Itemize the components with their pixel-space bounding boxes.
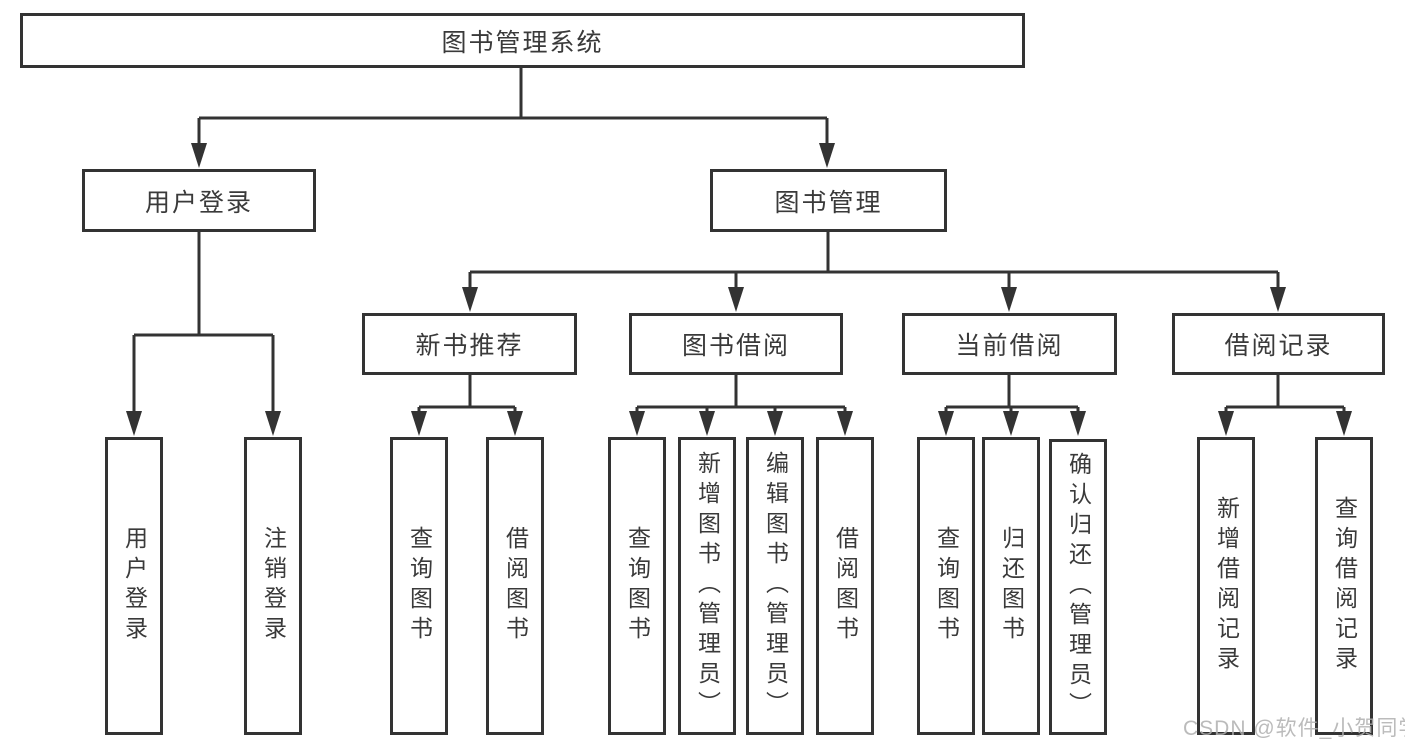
connector-current-borrowing-children	[944, 375, 1080, 414]
leaf-borrowing-query-books: 查询图书	[608, 437, 666, 735]
leaf-user-login: 用户登录	[105, 437, 163, 735]
arrowhead	[462, 287, 478, 312]
node-current-borrowing: 当前借阅	[902, 313, 1117, 375]
leaf-borrowing-borrow-books: 借阅图书	[816, 437, 874, 735]
arrowhead	[699, 411, 715, 436]
arrowhead	[1270, 287, 1286, 312]
node-label: 新书推荐	[415, 332, 524, 360]
node-label: 用户登录	[121, 526, 148, 646]
arrowhead	[265, 411, 281, 436]
node-label: 新增借阅记录	[1213, 496, 1240, 676]
leaf-records-query-record: 查询借阅记录	[1315, 437, 1373, 735]
arrowhead	[191, 143, 207, 168]
node-label: 当前借阅	[955, 332, 1064, 360]
arrowhead	[728, 287, 744, 312]
leaf-recommend-borrow-books: 借阅图书	[486, 437, 544, 735]
leaf-current-query-books: 查询图书	[917, 437, 975, 735]
arrowhead	[1070, 411, 1086, 436]
leaf-current-confirm-return-admin: 确认归还（管理员）	[1049, 439, 1107, 735]
leaf-recommend-query-books: 查询图书	[390, 437, 448, 735]
leaf-borrowing-edit-books-admin: 编辑图书（管理员）	[746, 437, 804, 735]
node-label: 借阅图书	[832, 526, 859, 646]
connector-book-management-children	[468, 232, 1280, 290]
node-library-management-system: 图书管理系统	[20, 13, 1025, 68]
connector-new-book-recommend-children	[417, 375, 517, 414]
node-new-book-recommend: 新书推荐	[362, 313, 577, 375]
node-user-login: 用户登录	[82, 169, 316, 232]
node-label: 编辑图书（管理员）	[762, 451, 789, 721]
arrowhead	[411, 411, 427, 436]
node-label: 确认归还（管理员）	[1065, 452, 1092, 722]
csdn-watermark: CSDN @软件_小贺同学	[1183, 717, 1405, 740]
connector-root-to-level2	[197, 68, 829, 146]
arrowhead	[938, 411, 954, 436]
node-label: 查询图书	[406, 526, 433, 646]
arrowhead	[507, 411, 523, 436]
node-label: 查询图书	[933, 526, 960, 646]
leaf-current-return-books: 归还图书	[982, 437, 1040, 735]
arrowhead	[767, 411, 783, 436]
arrowhead	[1001, 287, 1017, 312]
connector-book-borrowing-children	[635, 375, 847, 414]
node-book-management: 图书管理	[710, 169, 947, 232]
node-label: 借阅记录	[1224, 332, 1333, 360]
node-label: 查询图书	[624, 526, 651, 646]
node-label: 图书管理	[774, 188, 883, 217]
arrowhead	[1218, 411, 1234, 436]
node-label: 注销登录	[260, 526, 287, 646]
leaf-logout-login: 注销登录	[244, 437, 302, 735]
connector-borrowing-records-children	[1224, 375, 1346, 414]
arrowhead	[1003, 411, 1019, 436]
node-label: 新增图书（管理员）	[694, 451, 721, 721]
leaf-borrowing-add-books-admin: 新增图书（管理员）	[678, 437, 736, 735]
arrowhead	[819, 143, 835, 168]
node-label: 查询借阅记录	[1331, 496, 1358, 676]
node-label: 用户登录	[144, 188, 253, 217]
node-book-borrowing: 图书借阅	[629, 313, 843, 375]
connector-user-login-children	[132, 232, 275, 414]
node-label: 图书管理系统	[441, 28, 604, 57]
node-label: 借阅图书	[502, 526, 529, 646]
arrowhead	[1336, 411, 1352, 436]
node-label: 归还图书	[998, 526, 1025, 646]
arrowhead	[837, 411, 853, 436]
node-label: 图书借阅	[681, 332, 790, 360]
leaf-records-add-record: 新增借阅记录	[1197, 437, 1255, 735]
node-borrowing-records: 借阅记录	[1172, 313, 1385, 375]
arrowhead	[629, 411, 645, 436]
arrowhead	[126, 411, 142, 436]
